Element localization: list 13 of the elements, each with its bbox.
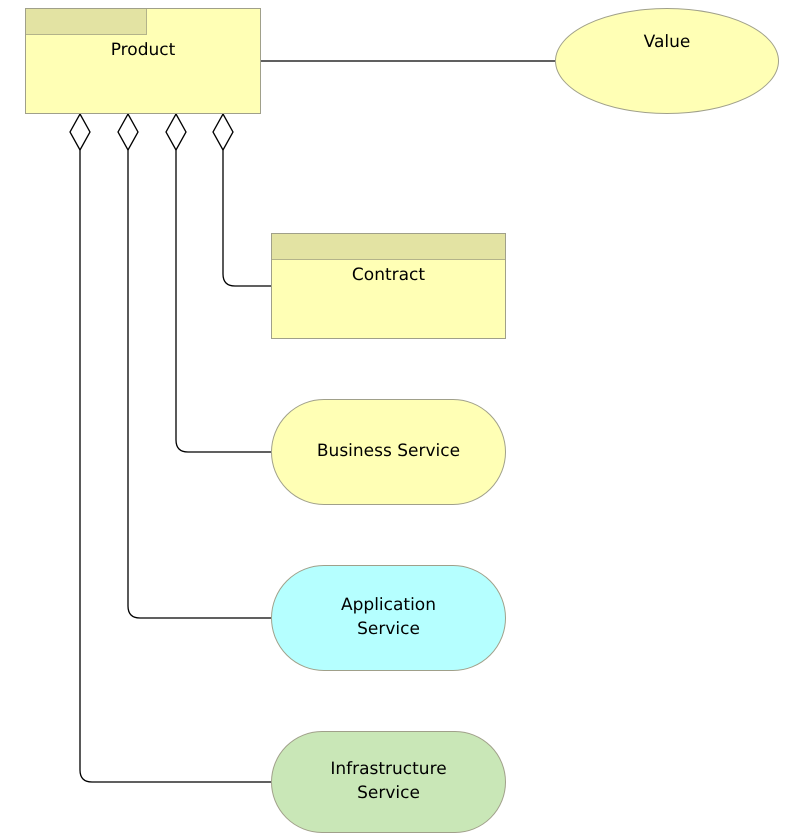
node-label: Application Service	[340, 594, 437, 641]
aggregation-line	[165, 113, 271, 453]
node-label: Product	[110, 39, 176, 62]
node-label: Contract	[352, 264, 426, 287]
object-box	[271, 233, 506, 339]
aggregation-line	[212, 113, 271, 287]
association-line	[261, 60, 555, 62]
node-label: Business Service	[316, 440, 460, 464]
node-label: Infrastructure Service	[329, 758, 448, 805]
node-label: Value	[644, 31, 690, 54]
object-box	[25, 8, 261, 114]
aggregation-line	[117, 113, 271, 619]
aggregation-line	[69, 113, 271, 783]
